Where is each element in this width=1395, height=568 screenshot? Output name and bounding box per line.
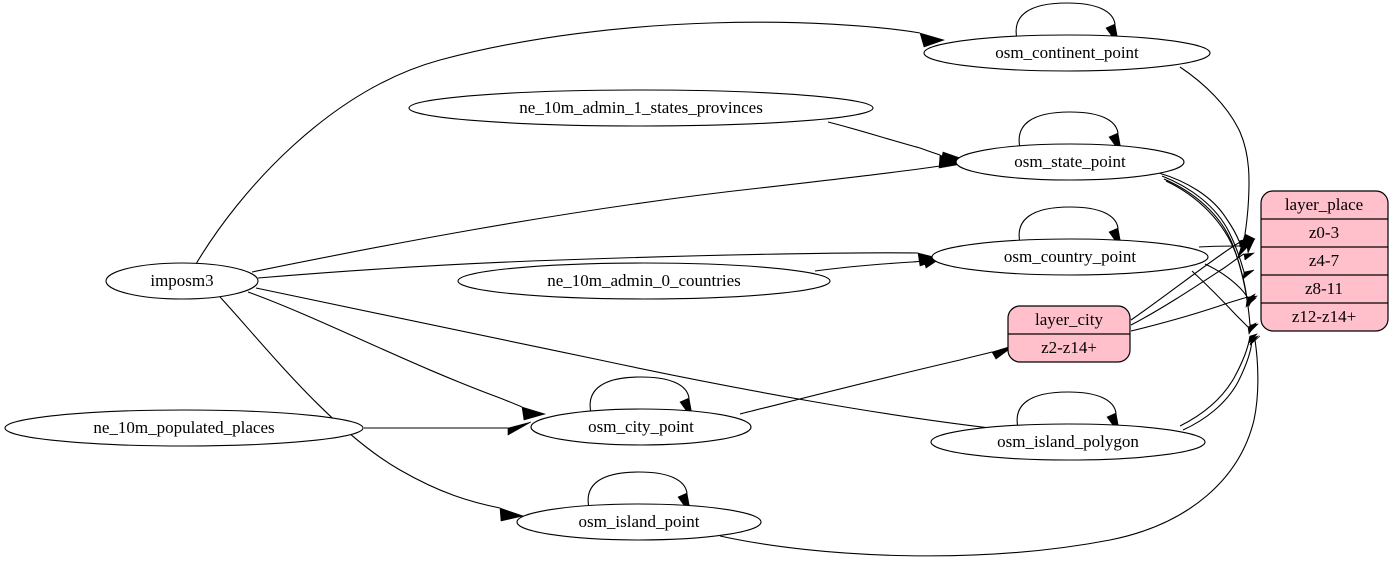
node-osm-country-point[interactable]: osm_country_point — [931, 238, 1209, 276]
node-osm-state-point[interactable]: osm_state_point — [955, 143, 1185, 181]
node-label-osm-country-point: osm_country_point — [1004, 247, 1136, 266]
edge-layer-city-to-layer-place-z0-3 — [1130, 240, 1254, 321]
edge-imposm3-to-osm-state-point — [251, 151, 964, 273]
edge-ne-states-to-osm-state-point — [827, 121, 964, 169]
edge-osm-city-point-to-layer-city — [739, 344, 1016, 415]
record-layer: layer_place z0-3 z4-7 z8-11 z12-z14+ lay… — [1007, 190, 1389, 363]
node-osm-continent-point[interactable]: osm_continent_point — [923, 34, 1211, 72]
node-layer: imposm3 ne_10m_admin_1_states_provinces … — [4, 34, 1211, 541]
node-label-osm-island-polygon: osm_island_polygon — [997, 432, 1139, 451]
edge-imposm3-to-osm-continent-point — [195, 21, 945, 265]
record-row-layer-city-title: layer_city — [1035, 310, 1103, 329]
node-ne-10m-populated-places[interactable]: ne_10m_populated_places — [4, 409, 364, 447]
node-ne-10m-admin-0-countries[interactable]: ne_10m_admin_0_countries — [457, 262, 831, 300]
edge-ne-places-to-osm-city-point — [364, 421, 532, 436]
node-label-osm-state-point: osm_state_point — [1014, 152, 1126, 171]
node-osm-city-point[interactable]: osm_city_point — [530, 408, 752, 446]
node-label-ne-states: ne_10m_admin_1_states_provinces — [519, 98, 763, 117]
edge-osm-state-point-to-layer-place-z4-7 — [1161, 175, 1255, 280]
node-label-osm-island-point: osm_island_point — [579, 512, 700, 531]
record-node-layer-place[interactable]: layer_place z0-3 z4-7 z8-11 z12-z14+ — [1260, 190, 1389, 332]
node-imposm3[interactable]: imposm3 — [105, 262, 259, 300]
node-osm-island-point[interactable]: osm_island_point — [516, 503, 762, 541]
edge-osm-island-point-to-layer-place — [719, 335, 1261, 557]
node-label-imposm3: imposm3 — [150, 271, 213, 290]
edge-layer-city-to-layer-place-z4-7 — [1130, 252, 1256, 326]
node-ne-10m-admin-1-states-provinces[interactable]: ne_10m_admin_1_states_provinces — [408, 89, 874, 127]
record-row-layer-place-z0-3[interactable]: z0-3 — [1309, 223, 1339, 242]
node-osm-island-polygon[interactable]: osm_island_polygon — [930, 423, 1206, 461]
edge-osm-island-polygon-to-layer-place-b — [1179, 333, 1258, 427]
edge-layer-city-to-layer-place-z8-11 — [1130, 295, 1259, 332]
node-label-osm-city-point: osm_city_point — [588, 417, 694, 436]
edge-osm-country-point-to-layer-place-z12 — [1191, 270, 1257, 335]
record-row-layer-place-title: layer_place — [1285, 195, 1363, 214]
record-node-layer-city[interactable]: layer_city z2-z14+ — [1007, 305, 1131, 363]
record-row-layer-place-z4-7[interactable]: z4-7 — [1309, 251, 1340, 270]
edge-imposm3-to-osm-island-point — [219, 296, 525, 522]
node-label-ne-places: ne_10m_populated_places — [93, 418, 274, 437]
record-row-layer-place-z8-11[interactable]: z8-11 — [1305, 279, 1343, 298]
record-row-layer-city-z2-z14[interactable]: z2-z14+ — [1041, 338, 1097, 357]
edge-imposm3-to-osm-city-point — [247, 291, 547, 421]
node-label-ne-countries: ne_10m_admin_0_countries — [547, 271, 741, 290]
node-label-osm-continent-point: osm_continent_point — [995, 43, 1139, 62]
edge-osm-country-point-to-layer-place-z4-7 — [1198, 239, 1255, 255]
record-row-layer-place-z12-z14[interactable]: z12-z14+ — [1292, 307, 1356, 326]
edge-osm-continent-point-to-layer-place — [1179, 66, 1256, 258]
